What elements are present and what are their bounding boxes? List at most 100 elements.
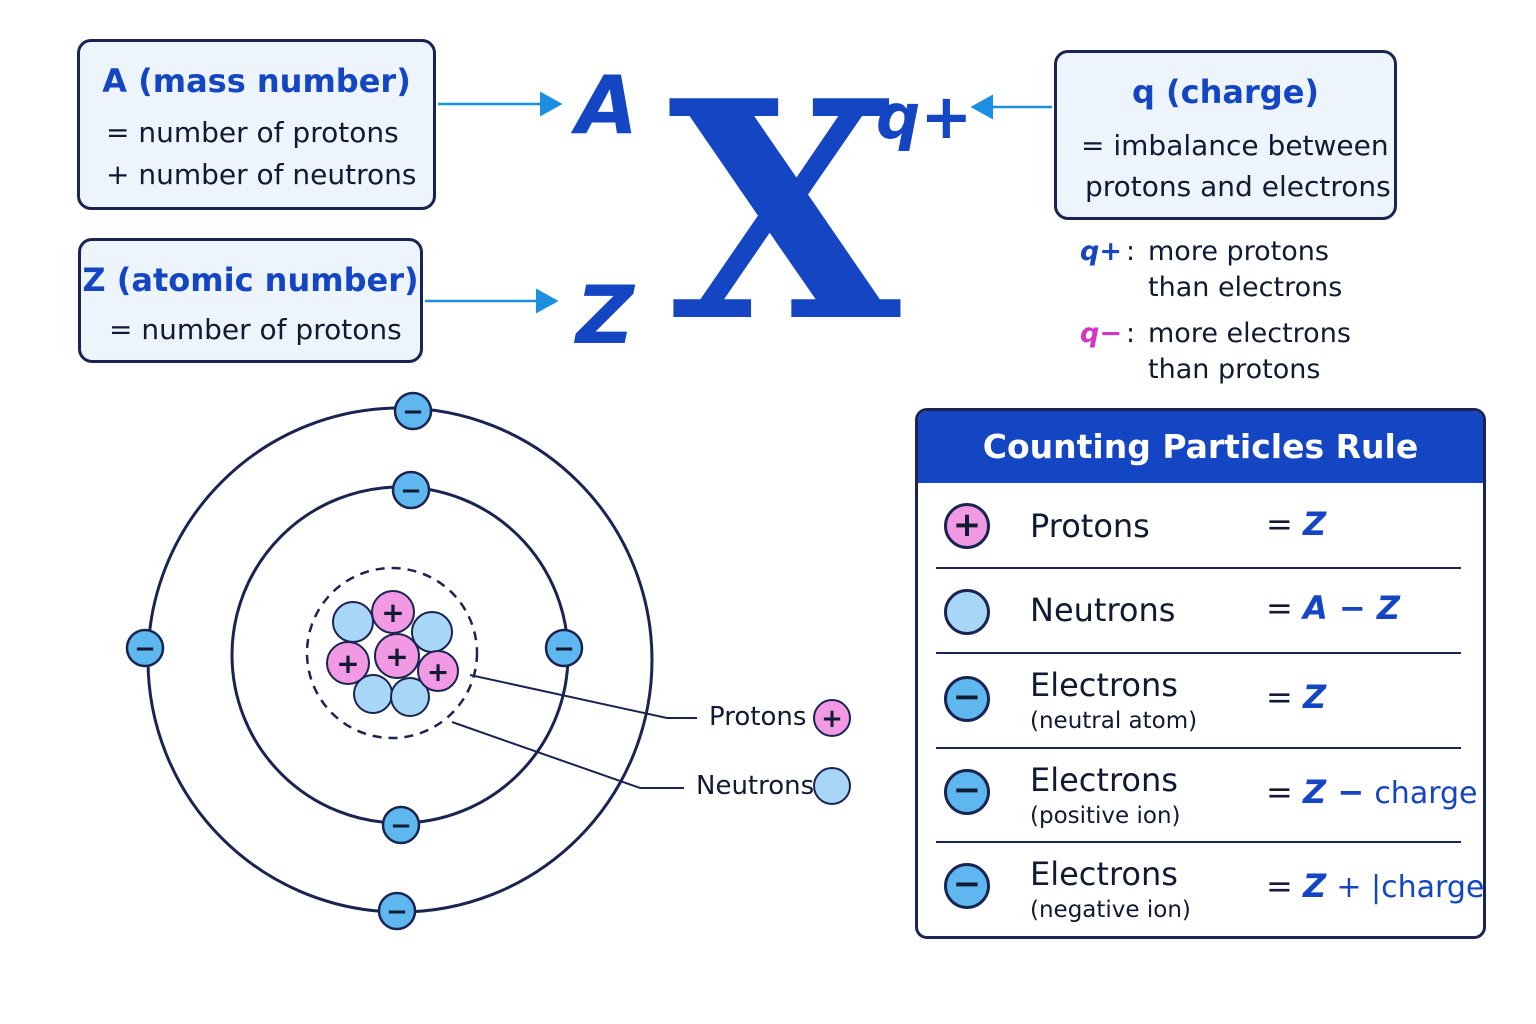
proton-sign: +	[385, 640, 408, 673]
negative-charge-line-1: more electrons	[1148, 318, 1351, 349]
formula-suffix: charge	[1374, 776, 1478, 811]
row-name: Electrons	[1030, 855, 1178, 893]
proton: +	[326, 641, 370, 685]
atomic-number-symbol: Z	[576, 269, 635, 362]
proton: +	[374, 633, 420, 679]
positive-charge-line-2: than electrons	[1148, 272, 1343, 303]
row-subtitle: (positive ion)	[1030, 803, 1181, 829]
table-row-protons: + Protons = Z	[918, 483, 1483, 569]
formula-main: Z −	[1302, 773, 1365, 811]
negative-charge-label: q−	[1080, 318, 1122, 349]
row-formula: = A − Z	[1266, 589, 1401, 627]
nucleus-boundary	[305, 566, 479, 740]
electron-sign: −	[553, 634, 575, 664]
counting-particles-table: Counting Particles Rule + Protons = Z Ne…	[915, 408, 1486, 939]
atomic-number-title: Z (atomic number)	[82, 261, 419, 299]
neutron	[390, 677, 430, 717]
row-name: Electrons	[1030, 761, 1178, 799]
proton-sign: +	[427, 657, 450, 688]
positive-charge-note: q+	[1080, 236, 1122, 267]
particle-shape	[544, 628, 584, 668]
atomic-number-line-1: = number of protons	[109, 313, 402, 346]
negative-charge-note: q−	[1080, 318, 1122, 349]
electron: −	[393, 391, 433, 431]
electron-sign: −	[400, 476, 422, 506]
row-divider	[936, 841, 1461, 843]
particle-shape	[411, 611, 453, 653]
particle-shape	[381, 805, 421, 845]
electron: −	[544, 628, 584, 668]
row-name: Electrons	[1030, 666, 1178, 704]
protons-legend-label: Protons	[709, 702, 807, 732]
electron: −	[391, 470, 431, 510]
electron: −	[381, 805, 421, 845]
particle-shape	[813, 699, 851, 737]
particle-shape	[390, 677, 430, 717]
charge-symbol: q+	[876, 80, 973, 153]
formula-main: A − Z	[1302, 589, 1401, 627]
protons-leader-line	[469, 674, 697, 719]
electron-icon: −	[944, 676, 990, 722]
row-subtitle: (neutral atom)	[1030, 708, 1198, 734]
proton: +	[417, 650, 459, 692]
element-symbol: X	[668, 35, 901, 388]
neutron	[332, 601, 374, 643]
neutrons-legend-label: Neutrons	[696, 771, 815, 801]
mass-number-line-2: + number of neutrons	[106, 158, 417, 191]
particle-shape	[371, 590, 415, 634]
particle-shape	[377, 891, 417, 931]
electron: −	[125, 628, 165, 668]
row-formula: = Z	[1266, 678, 1327, 716]
negative-charge-separator: :	[1126, 318, 1136, 349]
electron: −	[377, 891, 417, 931]
neutrons-leader-line	[451, 721, 684, 789]
charge-title: q (charge)	[1131, 73, 1320, 111]
atomic-number-box: Z (atomic number) = number of protons	[78, 238, 423, 363]
formula-main: Z	[1302, 867, 1327, 905]
table-row-neutrons: Neutrons = A − Z	[918, 569, 1483, 655]
row-name: Neutrons	[1030, 591, 1176, 629]
electron-icon: −	[944, 863, 990, 909]
mass-number-title: A (mass number)	[102, 62, 411, 100]
formula-main: Z	[1302, 505, 1327, 543]
particle-shape	[391, 470, 431, 510]
positive-charge-separator: :	[1126, 236, 1136, 267]
particle-shape	[326, 641, 370, 685]
row-divider	[936, 747, 1461, 749]
particle-shape	[332, 601, 374, 643]
particle-shape	[813, 767, 851, 805]
row-divider	[936, 567, 1461, 569]
electron-icon: −	[944, 769, 990, 815]
proton-sign: +	[381, 596, 404, 629]
particle-shape	[374, 633, 420, 679]
formula-main: Z	[1302, 678, 1327, 716]
proton-icon: +	[944, 503, 990, 549]
table-title: Counting Particles Rule	[918, 411, 1483, 483]
charge-line-2: protons and electrons	[1085, 170, 1391, 203]
row-formula: = Z	[1266, 505, 1327, 543]
electron-sign: −	[390, 811, 412, 841]
table-row-electrons-positive: − Electrons (positive ion) = Z − charge	[918, 749, 1483, 843]
row-subtitle: (negative ion)	[1030, 897, 1191, 923]
mass-number-box: A (mass number) = number of protons + nu…	[77, 39, 436, 210]
row-formula: = Z − charge	[1266, 773, 1478, 811]
row-divider	[936, 652, 1461, 654]
proton: +	[371, 590, 415, 634]
formula-suffix: + |charge|	[1336, 870, 1486, 905]
neutron	[411, 611, 453, 653]
electron-sign: −	[134, 634, 156, 664]
electron-sign: −	[402, 397, 424, 427]
neutrons-legend-icon	[813, 767, 851, 805]
row-name: Protons	[1030, 507, 1150, 545]
table-row-electrons-negative: − Electrons (negative ion) = Z + |charge…	[918, 843, 1486, 936]
particle-shape	[125, 628, 165, 668]
negative-charge-line-2: than protons	[1148, 354, 1321, 385]
protons-legend-icon: +	[813, 699, 851, 737]
positive-charge-label: q+	[1080, 236, 1122, 267]
positive-charge-line-1: more protons	[1148, 236, 1329, 267]
electron-sign: −	[386, 897, 408, 927]
charge-box: q (charge) = imbalance between protons a…	[1054, 50, 1397, 220]
row-formula: = Z + |charge|	[1266, 867, 1486, 905]
proton-sign: +	[336, 647, 359, 680]
